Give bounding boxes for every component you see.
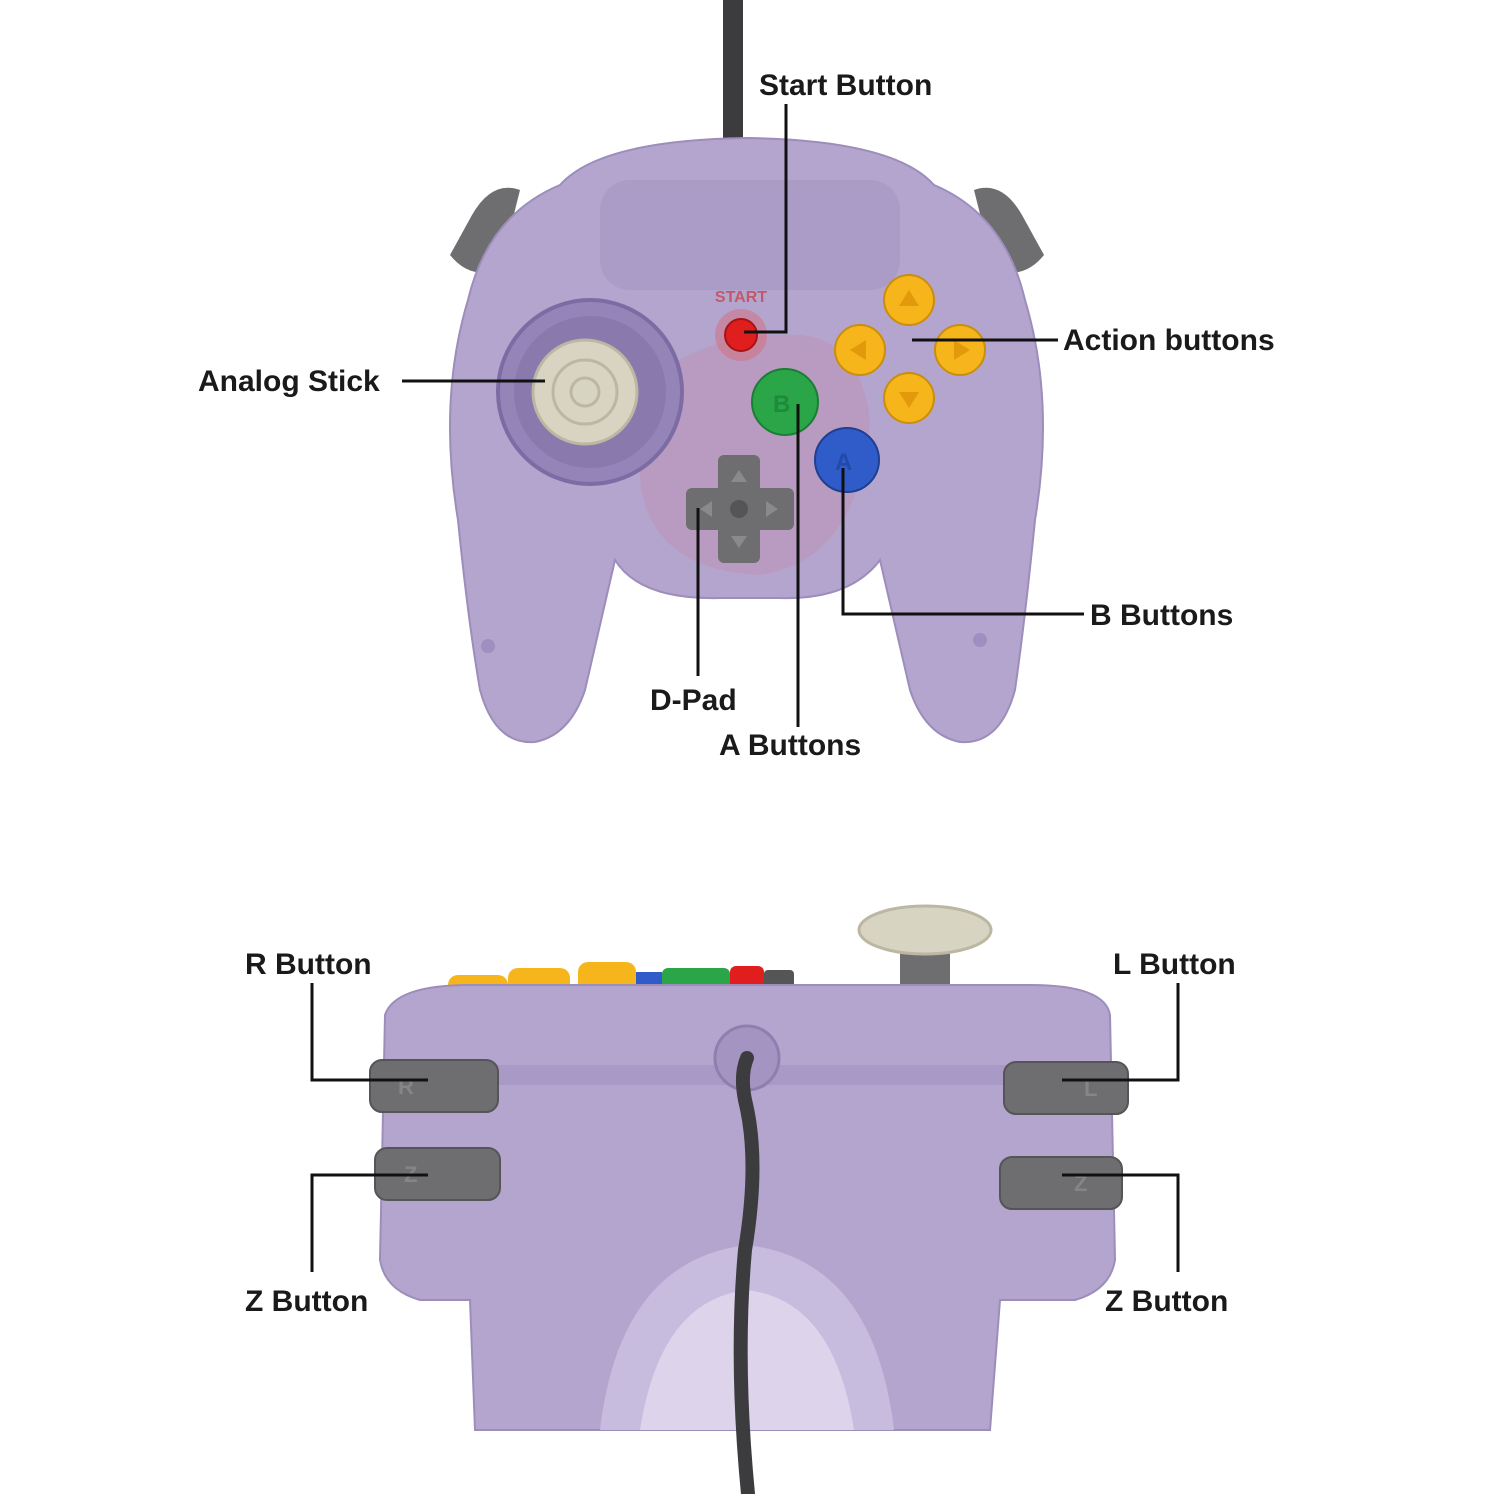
- analog-stick-cap: [531, 338, 639, 446]
- label-analog-stick: Analog Stick: [198, 365, 380, 398]
- top-cable: [733, 1051, 760, 1494]
- l-button[interactable]: [1003, 1061, 1129, 1115]
- d-pad-down-arrow-icon: [731, 536, 747, 548]
- screw-hole-right: [973, 633, 987, 647]
- label-z-button-right: Z Button: [1105, 1285, 1228, 1318]
- leader-l-button: [1062, 983, 1180, 1082]
- c-down-arrow-icon: [899, 392, 919, 408]
- top-view: R Z L Z R Button L Button Z Button Z But…: [245, 904, 1236, 1494]
- c-up-arrow-icon: [899, 290, 919, 306]
- label-start-button: Start Button: [759, 69, 932, 102]
- b-button[interactable]: [751, 368, 819, 436]
- analog-stick-center: [569, 376, 601, 408]
- label-z-button-left: Z Button: [245, 1285, 368, 1318]
- label-d-pad: D-Pad: [650, 684, 737, 717]
- leader-z-right: [1062, 1173, 1180, 1272]
- start-button[interactable]: [724, 318, 758, 352]
- front-view: START B A: [198, 0, 1275, 762]
- z-button-right[interactable]: [999, 1156, 1123, 1210]
- analog-stick-ring: [551, 358, 619, 426]
- screw-hole-left: [481, 639, 495, 653]
- shell-top-panel: [600, 180, 900, 290]
- c-buttons: [834, 274, 986, 424]
- leader-start: [744, 104, 788, 334]
- label-a-buttons: A Buttons: [719, 729, 861, 762]
- z-button-right-letter: Z: [1074, 1171, 1087, 1196]
- b-button-letter: B: [773, 391, 790, 418]
- d-pad-center: [730, 500, 748, 518]
- leader-z-left: [310, 1173, 428, 1272]
- r-button[interactable]: [369, 1059, 499, 1113]
- top-analog-stick-cap: [857, 904, 993, 956]
- front-cable: [723, 0, 743, 148]
- c-left-arrow-icon: [850, 340, 866, 360]
- d-pad-left-arrow-icon: [700, 501, 712, 517]
- label-l-button: L Button: [1113, 948, 1236, 981]
- leader-b-buttons: [841, 468, 1084, 616]
- d-pad-up-arrow-icon: [731, 470, 747, 482]
- leader-r-button: [310, 983, 428, 1082]
- label-r-button: R Button: [245, 948, 372, 981]
- d-pad-right-arrow-icon: [766, 501, 778, 517]
- d-pad[interactable]: [686, 455, 794, 563]
- label-action-buttons: Action buttons: [1063, 324, 1275, 357]
- a-button-letter: A: [835, 449, 852, 476]
- l-button-letter: L: [1084, 1076, 1097, 1101]
- label-b-buttons: B Buttons: [1090, 599, 1233, 632]
- c-right-arrow-icon: [954, 340, 970, 360]
- a-button[interactable]: [814, 427, 880, 493]
- start-molded-text: START: [715, 289, 767, 306]
- r-button-letter: R: [398, 1074, 414, 1099]
